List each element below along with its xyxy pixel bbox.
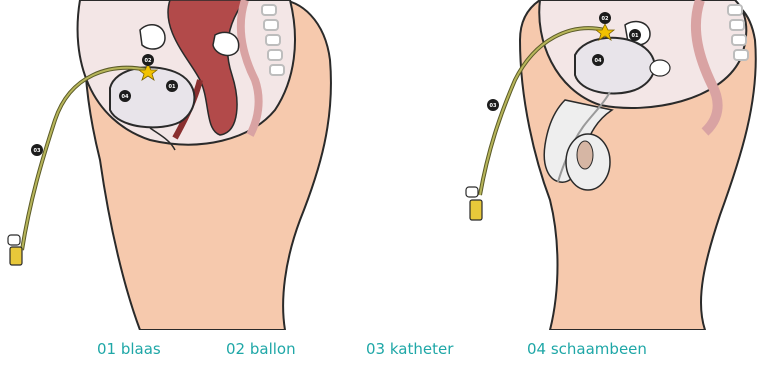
male-bladder	[575, 38, 655, 94]
svg-text:04: 04	[595, 58, 602, 64]
svg-text:03: 03	[490, 103, 497, 109]
female-marker-01: 01	[166, 80, 178, 92]
female-marker-03: 03	[31, 144, 43, 156]
male-marker-04: 04	[592, 54, 604, 66]
male-marker-02: 02	[599, 12, 611, 24]
svg-text:03: 03	[34, 148, 41, 154]
male-prostate	[650, 60, 670, 76]
svg-text:01: 01	[632, 33, 639, 39]
svg-text:01: 01	[169, 84, 176, 90]
female-pubic-bone	[140, 25, 165, 49]
male-marker-01: 01	[629, 29, 641, 41]
female-marker-02: 02	[142, 54, 154, 66]
legend-item-ballon: 02 ballon	[226, 340, 296, 358]
svg-text:02: 02	[145, 58, 152, 64]
female-pubic-bone-2	[213, 32, 239, 55]
legend-item-schaambeen: 04 schaambeen	[527, 340, 647, 358]
svg-text:04: 04	[122, 94, 129, 100]
female-marker-04: 04	[119, 90, 131, 102]
catheter-illustration: 01 02 03 04	[0, 0, 765, 330]
legend-item-katheter: 03 katheter	[366, 340, 453, 358]
male-marker-03: 03	[487, 99, 499, 111]
female-drainage-bag	[8, 235, 22, 265]
female-anatomy: 01 02 03 04	[8, 0, 331, 330]
legend: 01 blaas 02 ballon 03 katheter 04 schaam…	[0, 340, 765, 366]
male-anatomy: 01 02 03 04	[466, 0, 756, 330]
svg-text:02: 02	[602, 16, 609, 22]
legend-item-blaas: 01 blaas	[97, 340, 161, 358]
